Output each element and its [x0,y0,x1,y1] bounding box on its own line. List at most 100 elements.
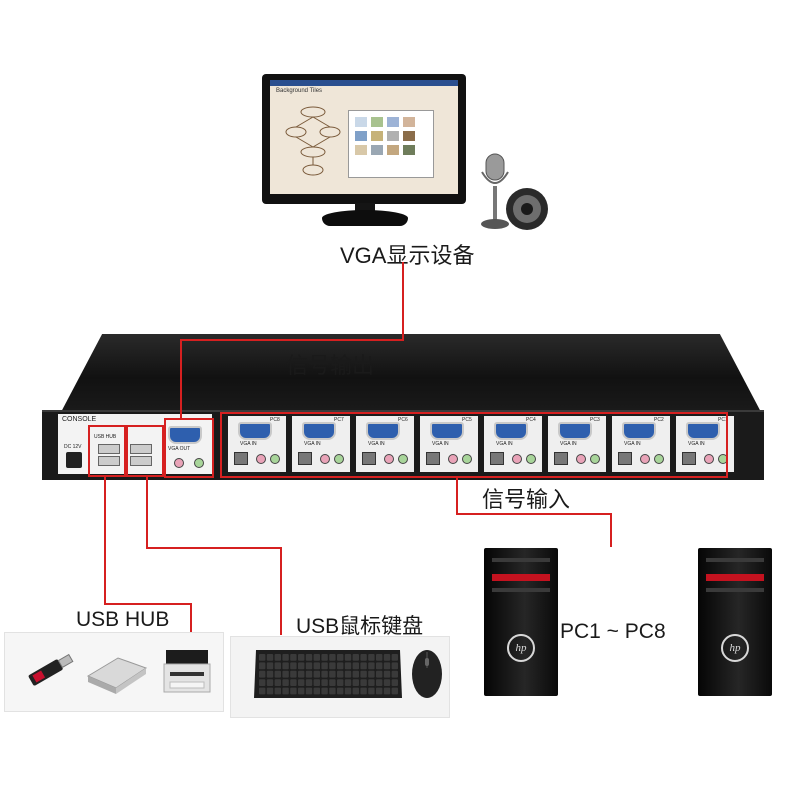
mic-jack [384,454,394,464]
keyboard-key [344,670,352,678]
speaker-jack [526,454,536,464]
line-kbd-drop [280,547,282,635]
pc-tower-8: hp [698,548,772,696]
usb-b-port [618,452,632,465]
keyboard-key [274,662,281,670]
vga-in-port [494,422,528,440]
vga-in-text: VGA IN [432,441,449,447]
usb-mouse-port [130,456,152,466]
usb-b-port [426,452,440,465]
usb-kbd-mouse-highlight [126,425,164,477]
keyboard-key [259,679,266,686]
keyboard-key [352,687,359,695]
audio-out-mic-jack [174,458,184,468]
keyboard-key [329,687,336,695]
keyboard-key [368,654,375,661]
speaker-jack [398,454,408,464]
vga-out-text: VGA OUT [168,446,191,452]
keyboard-key [282,670,289,678]
vga-in-text: VGA IN [240,441,257,447]
keyboard-key [274,654,281,661]
tower-drive-bay [492,558,550,562]
keyboard-key [321,670,328,678]
tower-drive-bay [706,588,764,592]
line-vga-vertical [402,262,404,340]
speaker-jack [590,454,600,464]
keyboard-key [298,654,305,661]
pc-port-label: PC6 [398,417,408,423]
keyboard-key [352,662,359,670]
keyboard-key [352,654,359,661]
keyboard-key [259,654,266,661]
mic-jack [640,454,650,464]
pc-port-label: PC4 [526,417,536,423]
keyboard-key [391,654,398,661]
keyboard-key [313,679,320,686]
speaker-jack [334,454,344,464]
keyboard-key [290,662,297,670]
keyboard-key [391,662,398,670]
vga-in-text: VGA IN [368,441,385,447]
vga-in-text: VGA IN [560,441,577,447]
line-vga-drop [180,339,182,419]
keyboard-key [376,687,383,695]
hp-logo-icon: hp [721,634,749,662]
mic-jack [448,454,458,464]
keyboard-key [337,687,344,695]
keyboard-key [298,679,305,686]
keyboard-key [298,662,305,670]
mic-jack [512,454,522,464]
keyboard-key [282,687,289,695]
keyboard-key [360,670,367,678]
audio-out-speaker-jack [194,458,204,468]
pc-ports-highlight [220,412,728,478]
keyboard-key [376,679,383,686]
keyboard-key [376,654,383,661]
vga-in-port [430,422,464,440]
line-usb-hub-drop [190,603,192,633]
tower-red-strip [706,574,764,581]
keyboard-key [313,662,320,670]
keyboard-key [329,679,336,686]
console-text: CONSOLE [62,416,97,423]
pc-range-label: PC1 ~ PC8 [560,620,666,643]
speaker-jack [462,454,472,464]
mic-jack [576,454,586,464]
keyboard-key [383,687,391,695]
signal-input-label: 信号输入 [482,487,571,512]
mic-jack [320,454,330,464]
usb-b-port [298,452,312,465]
vga-in-port [238,422,272,440]
keyboard-key [337,654,344,661]
dc-text: DC 12V [64,444,82,450]
vga-in-port [366,422,400,440]
scanner-icon [86,657,148,694]
keyboard-key [376,670,383,678]
usb-flash-drive-icon [28,653,74,686]
keyboard-key [305,662,313,670]
speaker-jack [270,454,280,464]
usb-hub-highlight [88,425,126,477]
line-input-horizontal [456,513,612,515]
keyboard-key [383,654,391,661]
keyboard-key [344,654,352,661]
keyboard-key [274,687,281,695]
keyboard-key [368,679,375,686]
keyboard-key [383,679,391,686]
keyboard-key [352,670,359,678]
keyboard-key [282,662,289,670]
keyboard-key [391,687,398,695]
monitor-neck [355,203,375,213]
keyboard-key [391,679,398,686]
keyboard-key [266,687,274,695]
screen-dialog [348,110,434,178]
usb-b-port [682,452,696,465]
keyboard-key [266,679,274,686]
keyboard-key [290,687,297,695]
keyboard-key [321,687,328,695]
keyboard-key [305,654,313,661]
keyboard-key [313,654,320,661]
